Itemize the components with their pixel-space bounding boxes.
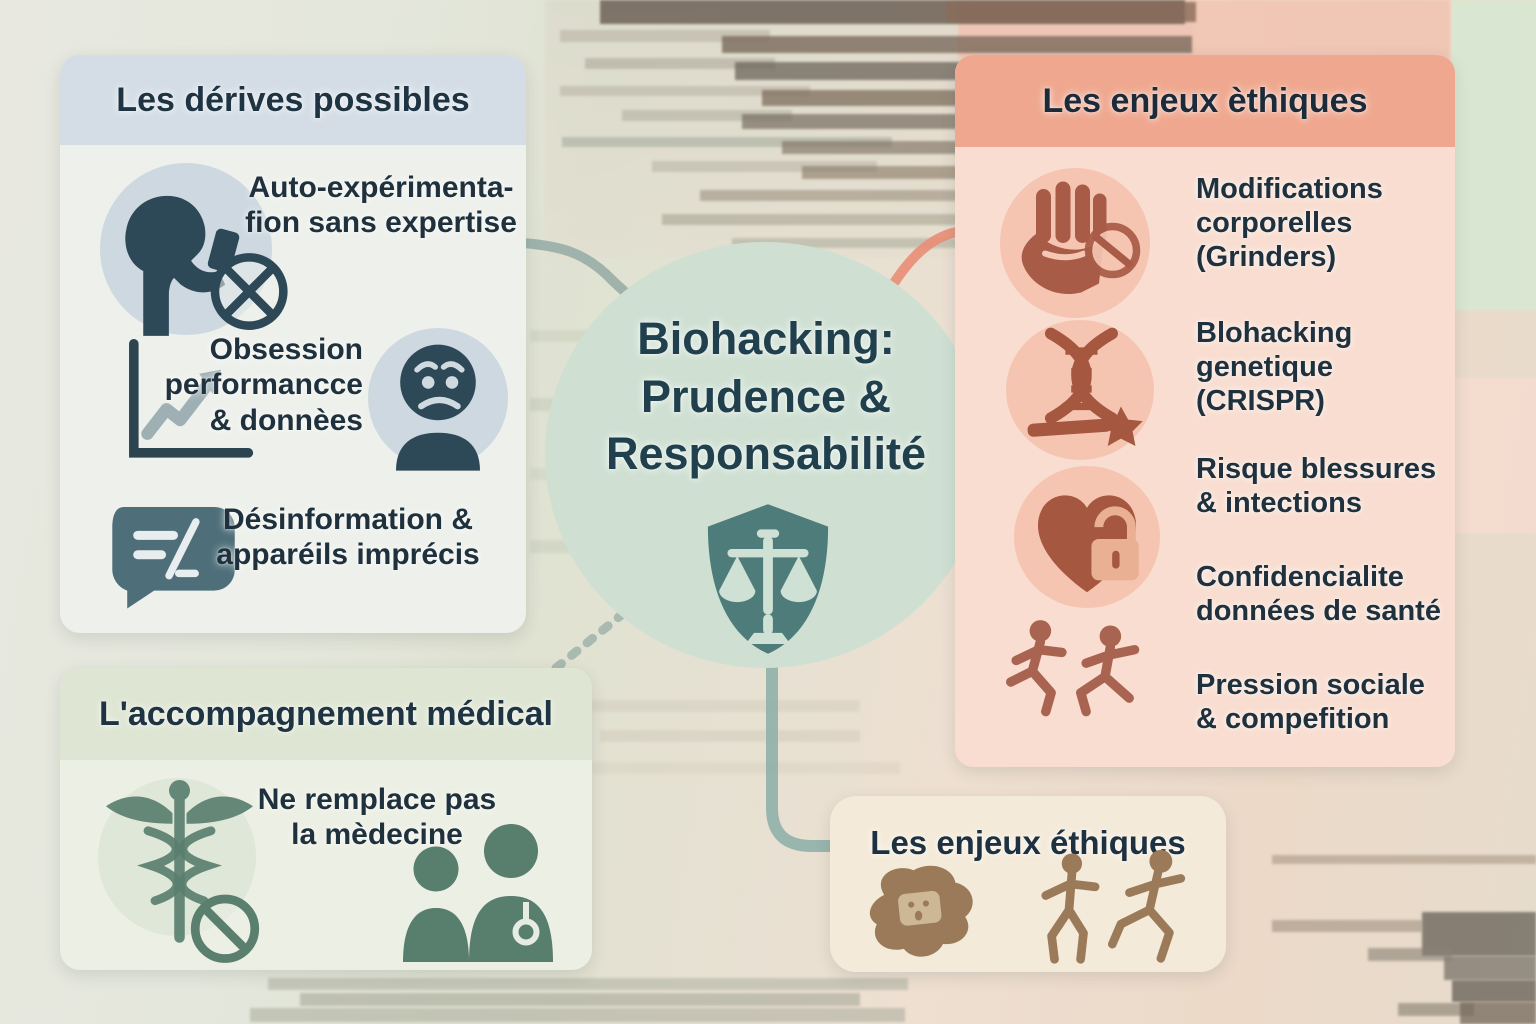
item-label-auto-experimentation: Auto-expérimenta- fion sans expertise [245,171,517,240]
item-label-desinformation: Désinformation & apparéils imprécis [216,503,480,572]
item-label-pression-sociale: Pression sociale & compefition [1196,669,1425,736]
item-label-modifications-corporelles: Modifications corporelles (Grinders) [1196,173,1383,274]
shield-scales-icon [697,500,839,658]
hand-stop-icon [1000,168,1150,318]
item-label-ne-remplace-pas: Ne remplace pas la mèdecine [257,783,497,852]
panel-medical-header: L'accompagnement médical [60,668,592,760]
item-label-obsession-performance: Obsession performancce & donnèes [164,333,363,437]
worried-face-icon [368,326,508,478]
dna-crispr-icon [1004,316,1156,462]
panel-ethique-header: Les enjeux èthiques [955,55,1455,147]
item-label-biohacking-genetique: Blohacking genetique (CRISPR) [1196,317,1353,418]
runners-icon [1000,612,1175,752]
panel-bottom-header: Les enjeux éthiques [870,824,1186,861]
walking-figure-icon [1030,852,1108,968]
doctor-patient-icon [388,812,568,962]
running-figure-icon [1098,848,1198,966]
heart-lock-icon [1012,462,1162,610]
blob-face-icon [856,858,986,966]
self-experiment-icon [92,158,297,343]
caduceus-prohibition-icon [92,770,267,965]
item-label-risque-blessures: Risque blessures & intections [1196,453,1437,520]
panel-derives-header: Les dérives possibles [60,55,526,145]
misinformation-chat-icon [103,498,253,610]
item-label-confidentialite: Confidencialite données de santé [1196,561,1441,628]
performance-chart-icon [112,330,262,472]
page-title: Biohacking: Prudence & Responsabilité [605,313,927,480]
connector-bottom-line [766,646,866,852]
